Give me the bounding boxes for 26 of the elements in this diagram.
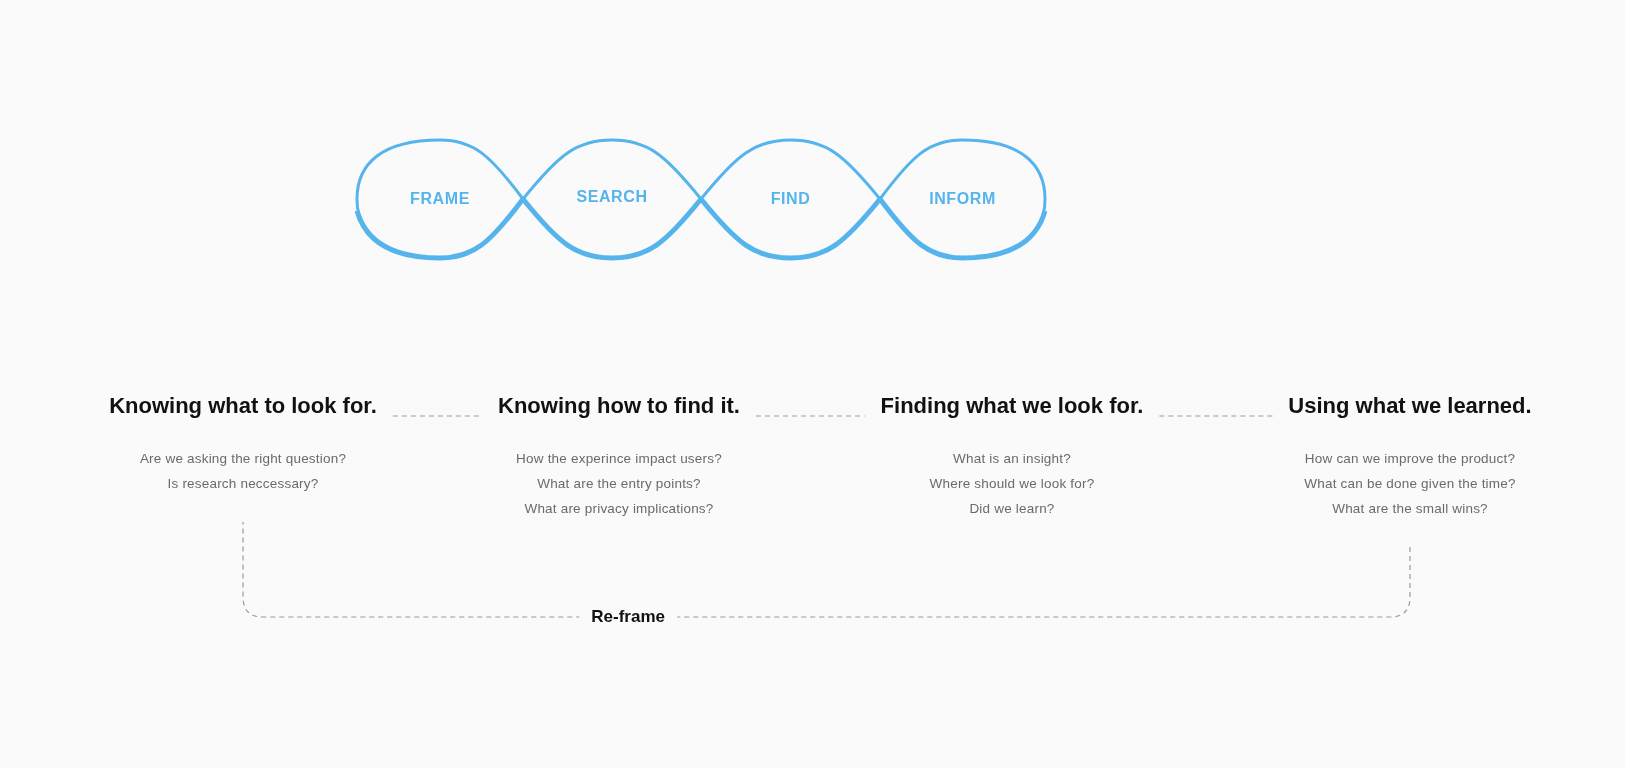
loop-shape	[701, 140, 880, 258]
phase-heading: Finding what we look for.	[880, 392, 1144, 420]
stage-label: INFORM	[929, 190, 996, 208]
loop-shape	[523, 140, 701, 258]
loop-shape	[880, 140, 1045, 258]
phase-heading: Knowing what to look for.	[109, 392, 377, 420]
phase-heading: Knowing how to find it.	[498, 392, 740, 420]
guiding-question: Where should we look for?	[929, 475, 1095, 493]
loop-shape	[357, 140, 523, 258]
guiding-question: What are privacy implications?	[524, 500, 714, 518]
guiding-question: How can we improve the product?	[1304, 450, 1516, 468]
stage-label: SEARCH	[576, 188, 648, 206]
phase-heading: Using what we learned.	[1288, 392, 1532, 420]
dashed-connector	[242, 521, 1411, 618]
guiding-question: What are the small wins?	[1332, 500, 1488, 518]
guiding-question: Did we learn?	[969, 500, 1055, 518]
guiding-question: What is an insight?	[953, 450, 1071, 468]
stage-label: FRAME	[410, 190, 470, 208]
guiding-question: How the experince impact users?	[516, 450, 722, 468]
dashed-connector	[1158, 415, 1273, 417]
guiding-question: Are we asking the right question?	[139, 450, 347, 468]
guiding-question: What can be done given the time?	[1304, 475, 1516, 493]
stage-label: FIND	[770, 190, 811, 208]
guiding-question: What are the entry points?	[537, 475, 701, 493]
guiding-question: Is research neccessary?	[167, 475, 319, 493]
dashed-connector	[755, 415, 866, 417]
